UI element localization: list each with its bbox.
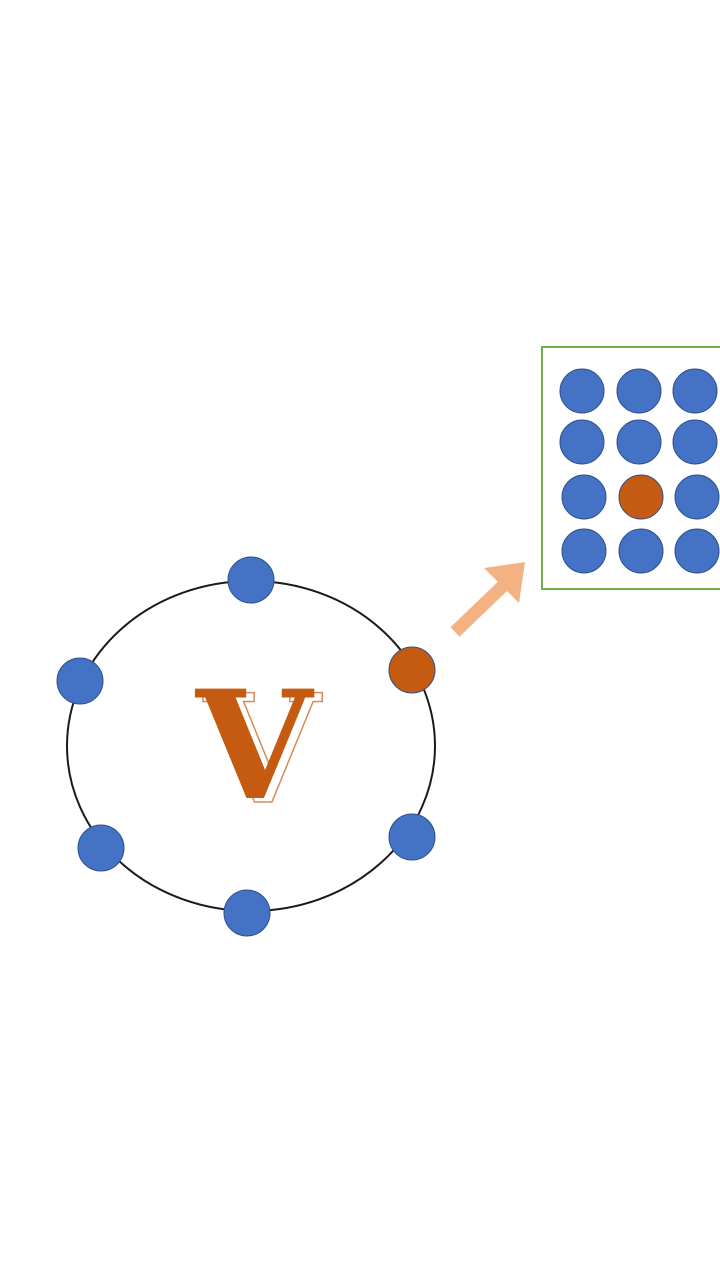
grid-node [674, 474, 720, 520]
grid-node [559, 368, 605, 414]
grid-node [561, 474, 607, 520]
arrow-shaft [450, 579, 510, 637]
grid-node [674, 528, 720, 574]
grid-node-highlighted [618, 474, 664, 520]
ring-node [77, 824, 125, 872]
grid-node [616, 419, 662, 465]
grid-node [618, 528, 664, 574]
zoom-panel [541, 346, 720, 590]
ring-node [388, 813, 436, 861]
center-v-symbol: V V [195, 658, 324, 839]
ring-node [56, 657, 104, 705]
center-v-shadow: V [203, 662, 323, 838]
arrow-head [484, 562, 525, 603]
ring-node [227, 556, 275, 604]
grid-nodes [559, 368, 720, 574]
grid-node [672, 419, 718, 465]
grid-node [561, 528, 607, 574]
ring-node-highlighted [388, 646, 436, 694]
grid-node [672, 368, 718, 414]
grid-node [559, 419, 605, 465]
arrow-icon [450, 562, 525, 637]
ring-node [223, 889, 271, 937]
grid-node [616, 368, 662, 414]
center-v-letter: V [195, 658, 315, 834]
ring-nodes [56, 556, 436, 937]
